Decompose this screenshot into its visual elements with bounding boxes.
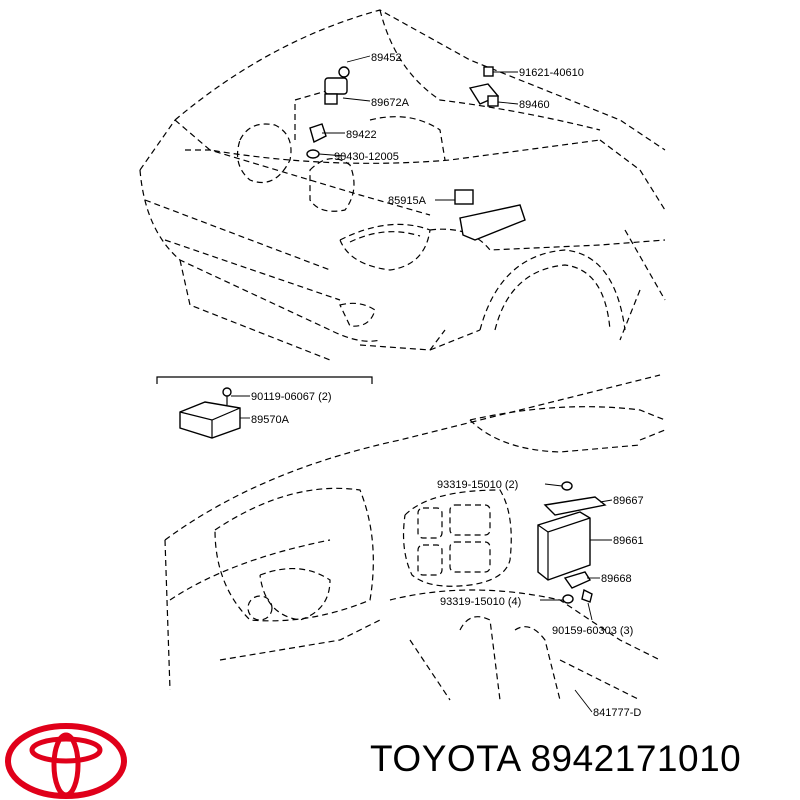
label-91621-40610: 91621-40610	[519, 67, 584, 79]
part-93319-15010-upper-nut	[561, 481, 573, 491]
part-89422-sensor	[306, 123, 327, 159]
part-89452-sensor	[324, 66, 350, 105]
label-90119-06067: 90119-06067 (2)	[251, 391, 332, 403]
label-93319-15010-upper: 93319-15010 (2)	[437, 479, 518, 491]
part-89661-ecu	[537, 511, 591, 581]
leader-lines-inset	[231, 395, 250, 419]
part-89460-sensor	[468, 83, 500, 107]
part-91621-40610-bolt	[483, 66, 494, 77]
dashboard-illustration	[164, 374, 666, 701]
part-90159-60303-screw	[581, 588, 593, 603]
label-90159-60303: 90159-60303 (3)	[552, 625, 633, 637]
label-85915A: 85915A	[388, 195, 427, 207]
label-89460: 89460	[519, 99, 550, 111]
inset-bracket	[156, 376, 373, 384]
label-90430-12005: 90430-12005	[334, 151, 399, 163]
label-89570A: 89570A	[251, 414, 290, 426]
part-93319-15010-lower-nut	[562, 594, 574, 604]
label-89672A: 89672A	[371, 97, 410, 109]
label-93319-15010-lower: 93319-15010 (4)	[440, 596, 521, 608]
leader-lines-upper	[318, 55, 519, 201]
label-841777-D: 841777-D	[593, 707, 641, 719]
leader-lines-lower	[540, 483, 613, 713]
label-89668: 89668	[601, 573, 632, 585]
label-89422: 89422	[346, 129, 377, 141]
part-89667-bracket	[543, 496, 607, 516]
brand-part-number: TOYOTA 8942171010	[370, 738, 742, 779]
part-85915A-relay	[454, 189, 526, 241]
label-89452: 89452	[371, 52, 402, 64]
toyota-logo-icon	[5, 723, 127, 799]
vehicle-front-illustration	[139, 9, 666, 361]
label-89661: 89661	[613, 535, 644, 547]
label-89667: 89667	[613, 495, 644, 507]
part-89570A-module	[179, 387, 241, 439]
part-89668-bracket	[563, 571, 592, 589]
